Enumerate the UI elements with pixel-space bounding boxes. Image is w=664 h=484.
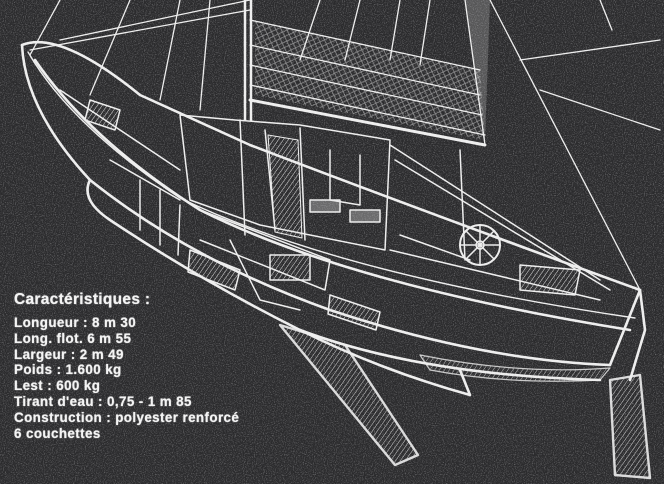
spec-draft: Tirant d'eau : 0,75 - 1 m 85 — [14, 393, 192, 409]
keel — [278, 323, 652, 480]
cabin-interior — [59, 89, 611, 331]
spec-length: Longueur : 8 m 30 — [14, 315, 137, 330]
spec-construction: Construction : polyester renforcé — [14, 409, 240, 425]
spec-beam: Largeur : 2 m 49 — [14, 346, 124, 362]
spec-berths: 6 couchettes — [14, 425, 101, 441]
spec-waterline-length: Long. flot. 6 m 55 — [14, 330, 132, 346]
spec-weight: Poids : 1.600 kg — [14, 362, 122, 378]
rigging — [29, 0, 661, 291]
specifications-panel: Caractéristiques : Longueur : 8 m 30 Lon… — [14, 291, 239, 441]
specifications-title: Caractéristiques : — [14, 291, 151, 308]
spec-ballast: Lest : 600 kg — [14, 378, 101, 394]
